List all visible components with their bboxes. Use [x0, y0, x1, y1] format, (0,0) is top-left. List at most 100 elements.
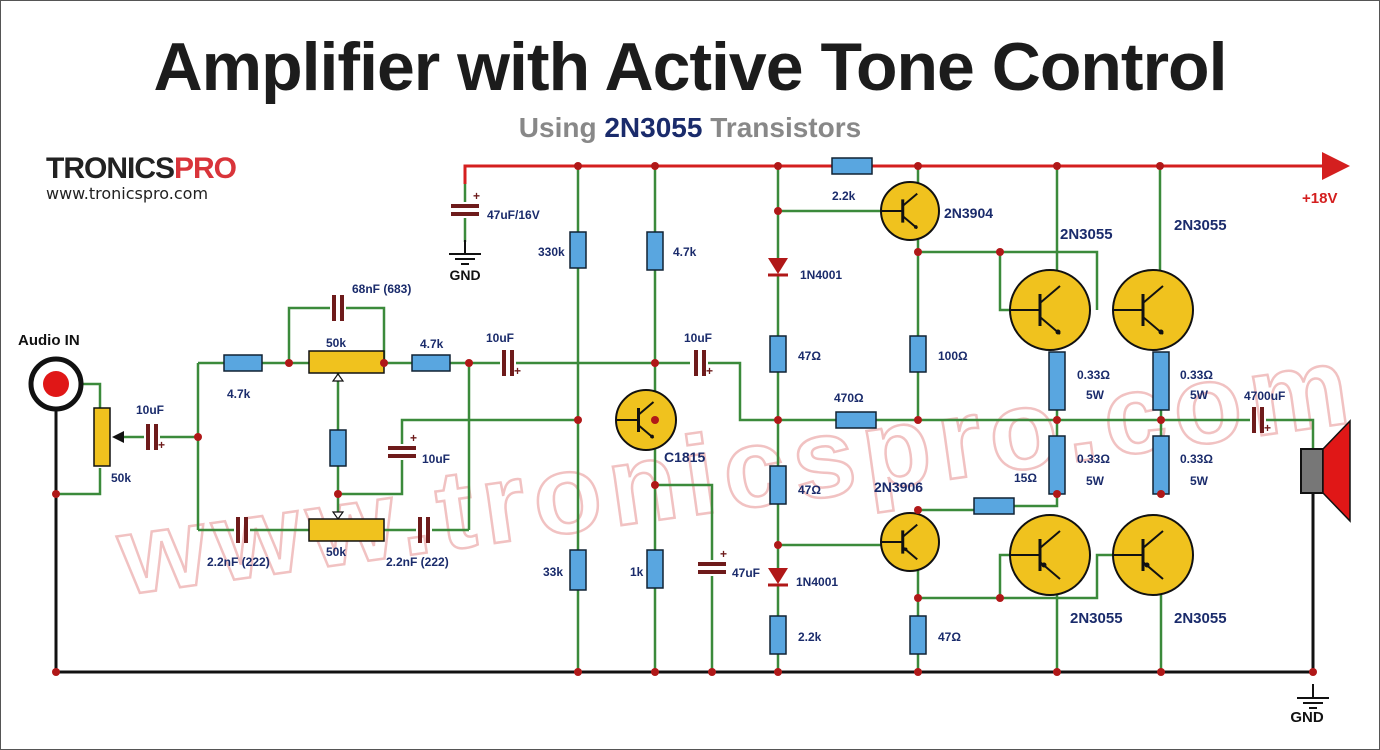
- brand-url: www.tronicspro.com: [46, 184, 209, 203]
- wire: [338, 460, 404, 496]
- label-r-033-4: 0.33Ω: [1180, 452, 1213, 466]
- label-r-22k-bot: 2.2k: [798, 630, 822, 644]
- junction-node: [774, 668, 782, 676]
- input-pot: [93, 407, 111, 467]
- junction-node: [651, 668, 659, 676]
- supply-rail-line: [463, 164, 1325, 184]
- wire: [918, 553, 1010, 600]
- wire: [1014, 494, 1059, 508]
- resistor-47-b: [769, 465, 787, 505]
- resistor-47-c: [909, 615, 927, 655]
- cap-4700u-polarity: +: [1264, 421, 1271, 435]
- label-pot-bass: 50k: [326, 336, 346, 350]
- resistor-2k2-bot: [769, 615, 787, 655]
- junction-node: [52, 490, 60, 498]
- resistor-470: [835, 411, 877, 429]
- supply-arrow: [1322, 152, 1350, 180]
- junction-node: [1053, 416, 1061, 424]
- transistor-2n3906-collector: [902, 523, 918, 538]
- brand-main: TRONICS: [46, 152, 175, 185]
- label-d-top: 1N4001: [800, 268, 842, 282]
- wire: [56, 468, 102, 496]
- junction-node: [380, 359, 388, 367]
- label-r-330k: 330k: [538, 245, 565, 259]
- label-r-47k-a: 4.7k: [227, 387, 251, 401]
- junction-node: [651, 359, 659, 367]
- pot-bass: [308, 350, 385, 374]
- label-r-033-1: 0.33Ω: [1077, 368, 1110, 382]
- wire: [1000, 553, 1113, 600]
- label-q-2n3055-4: 2N3055: [1174, 610, 1227, 627]
- junction-node: [914, 248, 922, 256]
- label-cap-68n: 68nF (683): [352, 282, 411, 296]
- wire: [998, 252, 1010, 312]
- cap-10u-b-polarity: +: [514, 364, 521, 378]
- label-pot-treble: 50k: [326, 545, 346, 559]
- junction-node: [1157, 668, 1165, 676]
- transistor-2n3055-1-arrow: [1055, 329, 1061, 335]
- wire: [708, 361, 1250, 422]
- label-r-15: 15Ω: [1014, 471, 1037, 485]
- label-w-1: 5W: [1086, 388, 1105, 402]
- junction-node: [651, 416, 659, 424]
- junction-node: [914, 506, 922, 514]
- transistor-2n3055-2-collector: [1142, 285, 1164, 304]
- label-r-470: 470Ω: [834, 391, 864, 405]
- components: +++++++: [28, 157, 1351, 709]
- resistor-4k7-a: [223, 354, 263, 372]
- subtitle-highlight: 2N3055: [604, 112, 703, 143]
- junction-node: [1053, 668, 1061, 676]
- transistor-2n3904-collector: [902, 192, 918, 207]
- speaker-cone: [1322, 419, 1351, 523]
- label-cap-in: 10uF: [136, 403, 164, 417]
- ground-wires: [54, 386, 1315, 674]
- label-r-33k: 33k: [543, 565, 563, 579]
- transistor-2n3906-arrow: [903, 547, 908, 552]
- junction-nodes: [52, 162, 1317, 676]
- junction-node: [914, 594, 922, 602]
- brand-name: TRONICSPRO: [46, 152, 237, 186]
- junction-node: [465, 359, 473, 367]
- transistor-c1815-arrow: [650, 434, 654, 439]
- supply-rail: [463, 152, 1350, 184]
- transistor-2n3055-2-arrow: [1158, 329, 1164, 335]
- wire: [346, 306, 386, 363]
- resistor-100: [909, 335, 927, 373]
- junction-node: [914, 668, 922, 676]
- transistor-2n3055-4-collector: [1142, 530, 1164, 549]
- label-gnd-bottom: GND: [1290, 709, 1324, 726]
- junction-node: [914, 162, 922, 170]
- junction-node: [774, 541, 782, 549]
- wire: [400, 418, 578, 444]
- label-cap-out: 4700uF: [1244, 389, 1285, 403]
- resistor-033-4: [1152, 435, 1170, 495]
- junction-node: [52, 668, 60, 676]
- brand-logo: TRONICSPRO www.tronicspro.com: [46, 152, 237, 203]
- junction-node: [774, 207, 782, 215]
- input-jack-center: [43, 371, 69, 397]
- label-r-47-a: 47Ω: [798, 349, 821, 363]
- label-q-2n3906: 2N3906: [874, 479, 923, 495]
- junction-node: [651, 481, 659, 489]
- wire: [916, 508, 974, 517]
- junction-node: [574, 668, 582, 676]
- resistor-2k2-top: [831, 157, 873, 175]
- label-cap-47u16: 47uF/16V: [487, 208, 540, 222]
- transistor-2n3055-1-collector: [1039, 285, 1061, 304]
- page-subtitle: Using 2N3055 Transistors: [0, 112, 1380, 144]
- label-r-47k-b: 4.7k: [420, 337, 444, 351]
- label-r-47k-c: 4.7k: [673, 245, 697, 259]
- label-q-2n3055-2: 2N3055: [1174, 217, 1227, 234]
- wire: [1266, 418, 1315, 450]
- label-w-4: 5W: [1190, 474, 1209, 488]
- label-r-22k-top: 2.2k: [832, 189, 856, 203]
- label-cap-10u-mid: 10uF: [422, 452, 450, 466]
- label-d-bot: 1N4001: [796, 575, 838, 589]
- resistor-033-2: [1152, 351, 1170, 411]
- label-pot-input: 50k: [111, 471, 131, 485]
- junction-node: [708, 668, 716, 676]
- wire: [655, 483, 714, 560]
- label-w-2: 5W: [1190, 388, 1209, 402]
